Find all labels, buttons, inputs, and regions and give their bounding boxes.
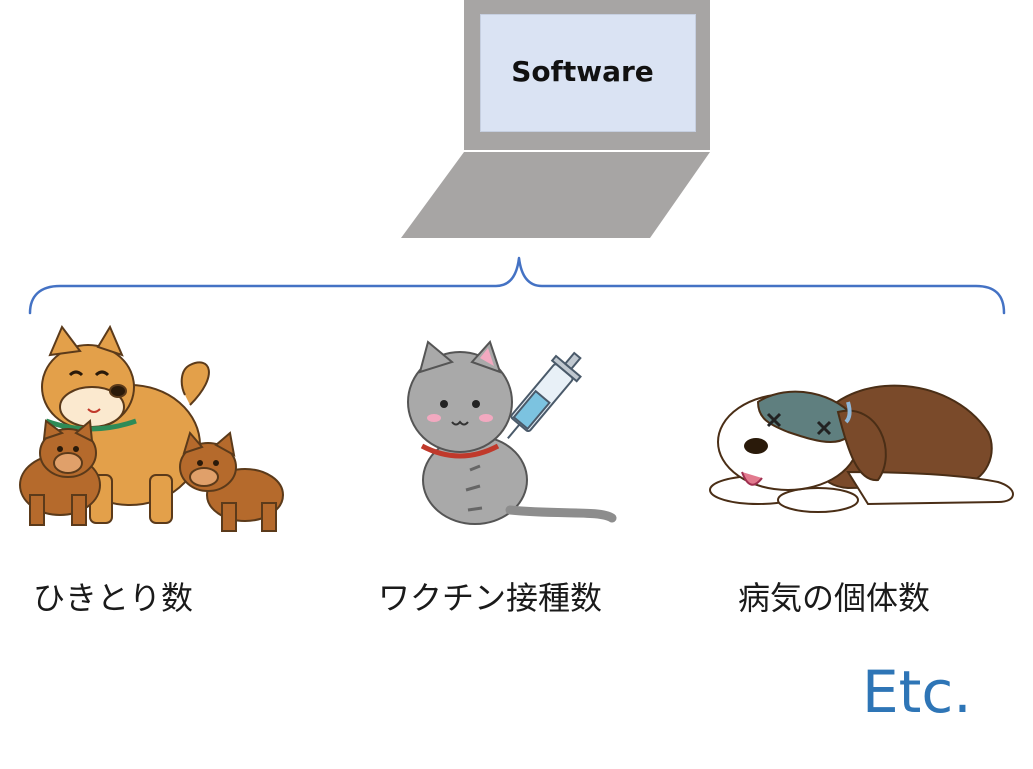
cat-vaccine-icon [407, 340, 617, 525]
label-pickup-count: ひきとり数 [33, 579, 194, 617]
etc-label: Etc. [862, 658, 972, 726]
sick-dog-icon [709, 384, 1014, 513]
dogs-family-icon [19, 325, 284, 532]
software-label: Software [511, 55, 654, 88]
laptop-display [480, 14, 696, 132]
label-sick-count: 病気の個体数 [738, 579, 931, 617]
label-vaccination-count: ワクチン接種数 [378, 579, 603, 617]
